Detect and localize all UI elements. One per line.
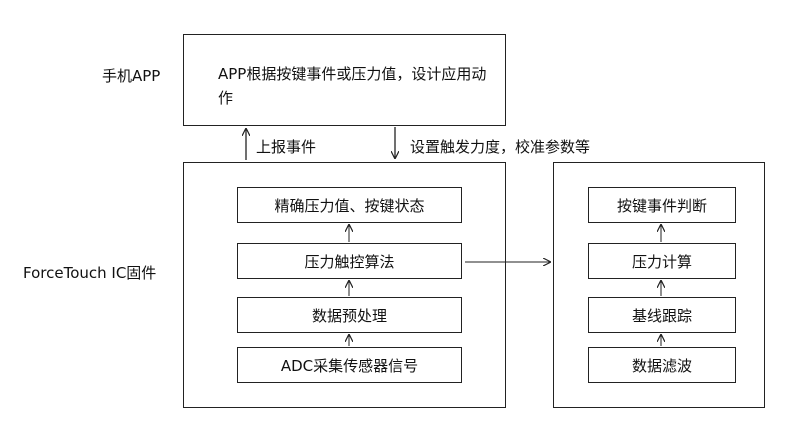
app-box <box>183 34 506 126</box>
firmware-block-algorithm-label: 压力触控算法 <box>304 252 395 271</box>
detail-block-filter-label: 数据滤波 <box>631 356 692 375</box>
report-event-label: 上报事件 <box>256 138 317 156</box>
app-box-text: APP根据按键事件或压力值，设计应用动作 <box>218 65 487 107</box>
detail-block-baseline-label: 基线跟踪 <box>631 306 692 325</box>
firmware-block-adc-label: ADC采集传感器信号 <box>280 356 419 375</box>
firmware-block-algorithm: 压力触控算法 <box>237 243 462 279</box>
firmware-block-preprocess-label: 数据预处理 <box>311 306 387 325</box>
firmware-block-output: 精确压力值、按键状态 <box>237 187 462 223</box>
detail-block-pressure-calc-label: 压力计算 <box>631 252 692 271</box>
firmware-block-preprocess: 数据预处理 <box>237 297 462 333</box>
settings-label: 设置触发力度，校准参数等 <box>410 138 591 156</box>
detail-block-key-event-label: 按键事件判断 <box>616 196 707 215</box>
detail-block-baseline: 基线跟踪 <box>588 297 736 333</box>
detail-block-key-event: 按键事件判断 <box>588 187 736 223</box>
firmware-block-adc: ADC采集传感器信号 <box>237 347 462 383</box>
firmware-block-output-label: 精确压力值、按键状态 <box>274 196 425 215</box>
detail-block-pressure-calc: 压力计算 <box>588 243 736 279</box>
phone-app-label: 手机APP <box>102 67 161 85</box>
detail-block-filter: 数据滤波 <box>588 347 736 383</box>
firmware-label: ForceTouch IC固件 <box>23 264 157 282</box>
